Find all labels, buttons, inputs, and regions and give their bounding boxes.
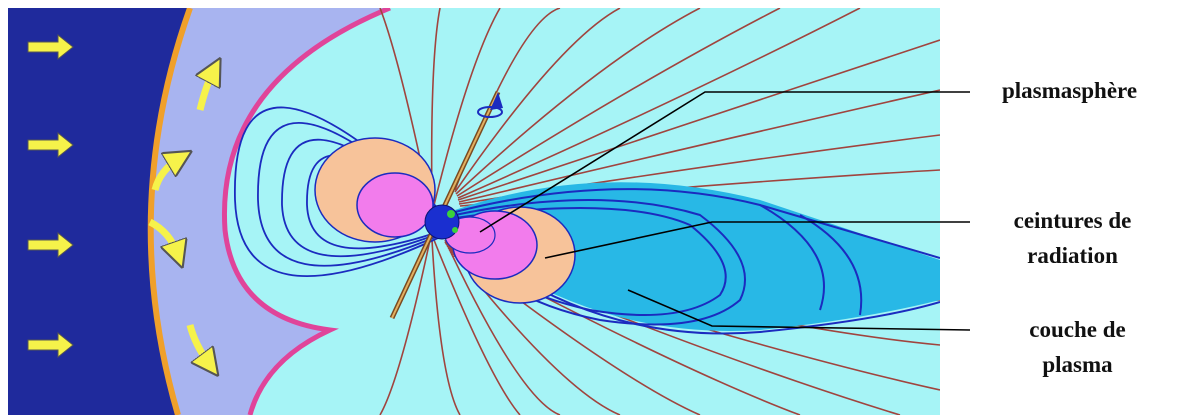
label-plasma-sheet-line-2: plasma — [1042, 351, 1113, 377]
deflected-flow-arrows — [148, 70, 214, 365]
yellow-arrow-icon — [27, 131, 74, 159]
label-plasmasphere: plasmasphère — [1002, 74, 1137, 109]
yellow-arrow-icon — [27, 231, 74, 259]
label-radiation-belts-line-2: radiation — [1027, 242, 1118, 268]
label-plasmasphere-text: plasmasphère — [1002, 78, 1138, 103]
plasma-sheet — [455, 182, 940, 331]
bow-shock — [147, 8, 193, 415]
radiation-belt-inner-day — [356, 172, 434, 238]
leader-lines — [479, 91, 971, 331]
label-plasma-sheet-line-1: couche de — [1029, 317, 1126, 342]
yellow-arrow-icon — [27, 33, 74, 61]
yellow-arrow-icon — [27, 331, 74, 359]
label-radiation-belts: ceintures de radiation — [970, 204, 1175, 273]
magnetopause — [221, 8, 391, 415]
earth-icon — [424, 204, 460, 240]
solar-wind-arrows — [27, 33, 74, 359]
label-radiation-belts-line-1: ceintures de — [1013, 208, 1132, 233]
label-plasma-sheet: couche de plasma — [985, 313, 1170, 382]
